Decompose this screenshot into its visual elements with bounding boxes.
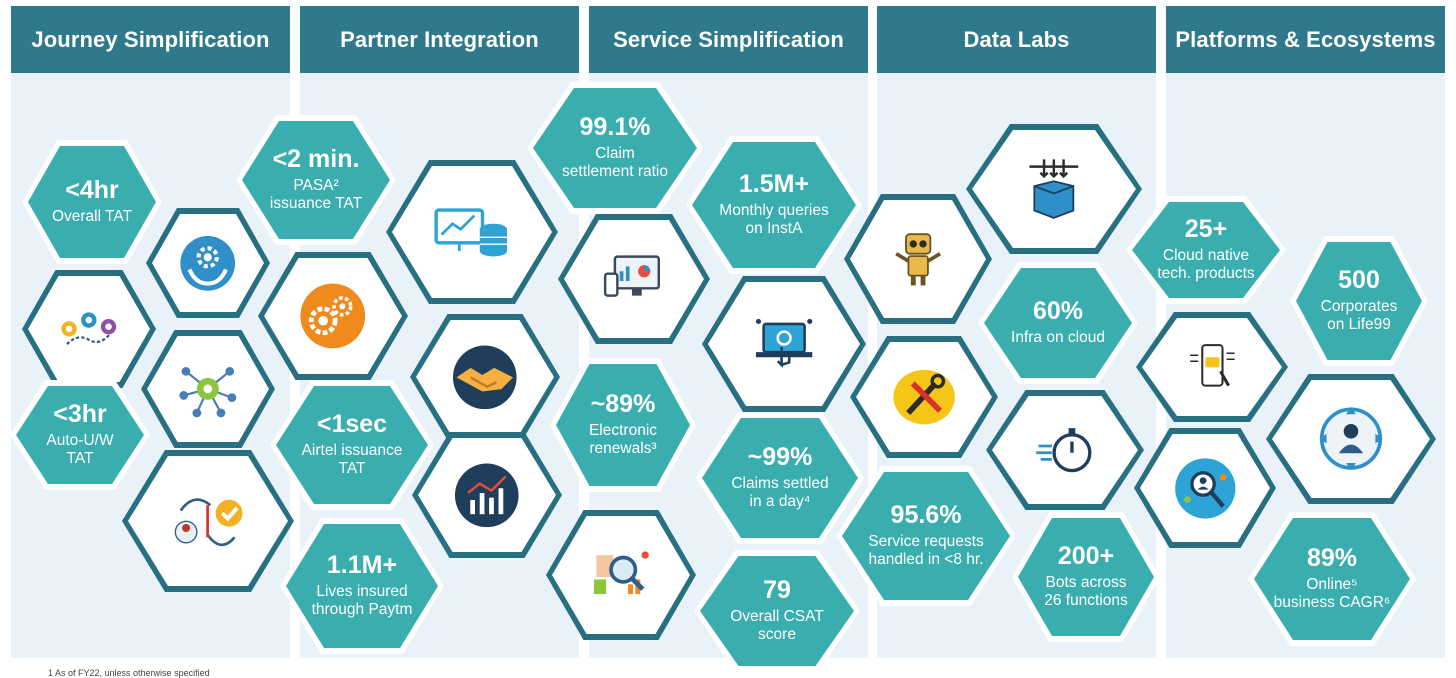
icon-hex-data-magnifier (546, 510, 696, 640)
stat-value: 99.1% (579, 113, 651, 142)
stat-value: 95.6% (890, 501, 962, 530)
icon-hex-robot (844, 194, 992, 324)
stat-value: 89% (1306, 544, 1358, 573)
icon-hex-handshake (410, 314, 560, 440)
stat-value: 1.1M+ (326, 551, 398, 580)
stat-value: <4hr (65, 176, 119, 205)
column-header-service: Service Simplification (589, 6, 868, 73)
stat-value: <3hr (53, 400, 107, 429)
stat-value: 500 (1338, 266, 1380, 295)
stat-label: Online⁵ business CAGR⁶ (1273, 575, 1391, 612)
tools-icon (893, 369, 955, 425)
handshake-icon (453, 345, 517, 409)
icon-hex-care-gear (146, 208, 270, 318)
column-header-partner: Partner Integration (300, 6, 579, 73)
workflow-check-icon (175, 497, 243, 546)
stat-label: Corporates on Life99 (1320, 297, 1398, 334)
focus-person-icon (1319, 407, 1383, 471)
laptop-touch-icon (755, 318, 813, 368)
stat-label: Electronic renewals³ (588, 421, 658, 458)
stat-label: Service requests handled in <8 hr. (868, 532, 984, 569)
stat-hex-infra-cloud: 60% Infra on cloud (978, 262, 1138, 384)
stat-value: ~89% (590, 390, 656, 419)
stat-label: Infra on cloud (1011, 328, 1105, 346)
stat-hex-claims-settled-day: ~99%Claims settled in a day⁴ (696, 412, 864, 544)
stopwatch-icon (1035, 427, 1092, 472)
line-chart-icon (455, 463, 519, 527)
icon-hex-mobile-app (1136, 312, 1288, 422)
stat-label: Overall TAT (51, 207, 133, 225)
icon-hex-gears (258, 252, 408, 380)
stat-label: Lives insured through Paytm (311, 582, 413, 619)
stat-label: Bots across 26 functions (1044, 573, 1128, 610)
icon-hex-line-chart (412, 432, 562, 558)
data-magnifier-icon (594, 551, 650, 595)
dashboard-screens-icon (603, 255, 660, 298)
column-header-platforms: Platforms & Ecosystems (1166, 6, 1445, 73)
network-gear-icon (179, 367, 237, 418)
stat-label: Claim settlement ratio (562, 144, 668, 181)
column-header-data-labs: Data Labs (877, 6, 1156, 73)
stat-value: 60% (1032, 297, 1084, 326)
icon-hex-tools (850, 336, 998, 458)
stat-label: Monthly queries on InstA (719, 201, 829, 238)
people-search-icon (1174, 457, 1236, 519)
stat-value: ~99% (747, 443, 813, 472)
stat-value: 79 (763, 576, 791, 605)
mobile-app-icon (1189, 343, 1235, 387)
icon-hex-workflow-check (122, 450, 294, 592)
column-header-journey: Journey Simplification (11, 6, 290, 73)
stat-label: Auto-U/W TAT (46, 431, 114, 468)
stat-label: Claims settled in a day⁴ (731, 474, 829, 511)
stat-label: Cloud native tech. products (1157, 246, 1255, 283)
icon-hex-focus-person (1266, 374, 1436, 504)
stat-label: Airtel issuance TAT (301, 441, 403, 478)
footnote: 1 As of FY22, unless otherwise specified (48, 668, 210, 678)
map-pins-icon (61, 312, 117, 346)
stat-label: PASA² issuance TAT (269, 176, 363, 213)
inbox-box-icon (1029, 159, 1079, 220)
stat-value: 1.5M+ (738, 170, 810, 199)
stat-label: Overall CSAT score (730, 607, 824, 644)
stat-value: <1sec (316, 410, 388, 439)
gears-icon (300, 283, 366, 349)
stat-value: 25+ (1184, 215, 1228, 244)
care-gear-icon (180, 235, 236, 291)
robot-icon (895, 233, 941, 286)
stat-hex-lives-insured-paytm: 1.1M+Lives insured through Paytm (280, 518, 444, 654)
analytics-database-icon (434, 208, 508, 257)
stat-value: 200+ (1057, 542, 1115, 571)
stat-value: <2 min. (272, 145, 360, 174)
